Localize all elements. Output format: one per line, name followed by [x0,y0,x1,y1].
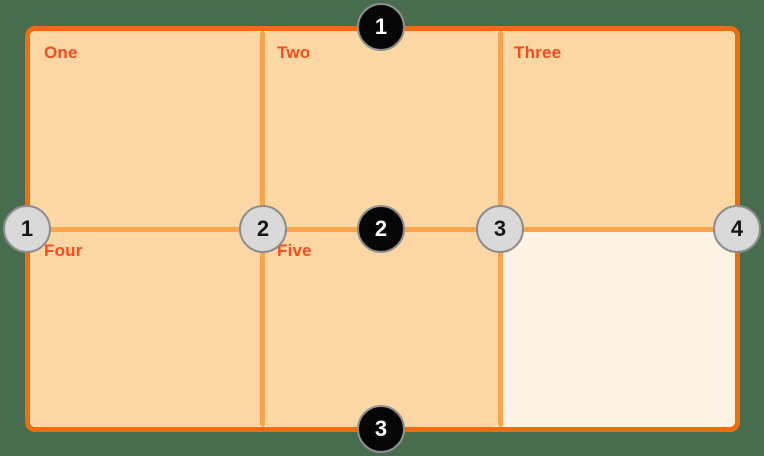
row-line-number-badge-1: 1 [357,3,405,51]
column-line-number-badge-3: 3 [476,205,524,253]
cell-label-two: Two [277,43,311,62]
grid-container: One Two Three Four Five [25,26,740,432]
cell-label-one: One [44,43,78,62]
cell-label-five: Five [277,241,312,260]
grid-cell-two: Two [263,31,500,229]
cell-label-three: Three [514,43,562,62]
row-line-number-badge-2: 2 [357,205,405,253]
cell-label-four: Four [44,241,83,260]
grid-cell-five: Five [263,229,500,427]
grid-cell-three: Three [500,31,735,229]
row-line-number-badge-3: 3 [357,405,405,453]
grid-cell-four: Four [30,229,263,427]
column-line-number-badge-2: 2 [239,205,287,253]
column-line-number-badge-1: 1 [3,205,51,253]
grid-cell-one: One [30,31,263,229]
column-line-number-badge-4: 4 [713,205,761,253]
